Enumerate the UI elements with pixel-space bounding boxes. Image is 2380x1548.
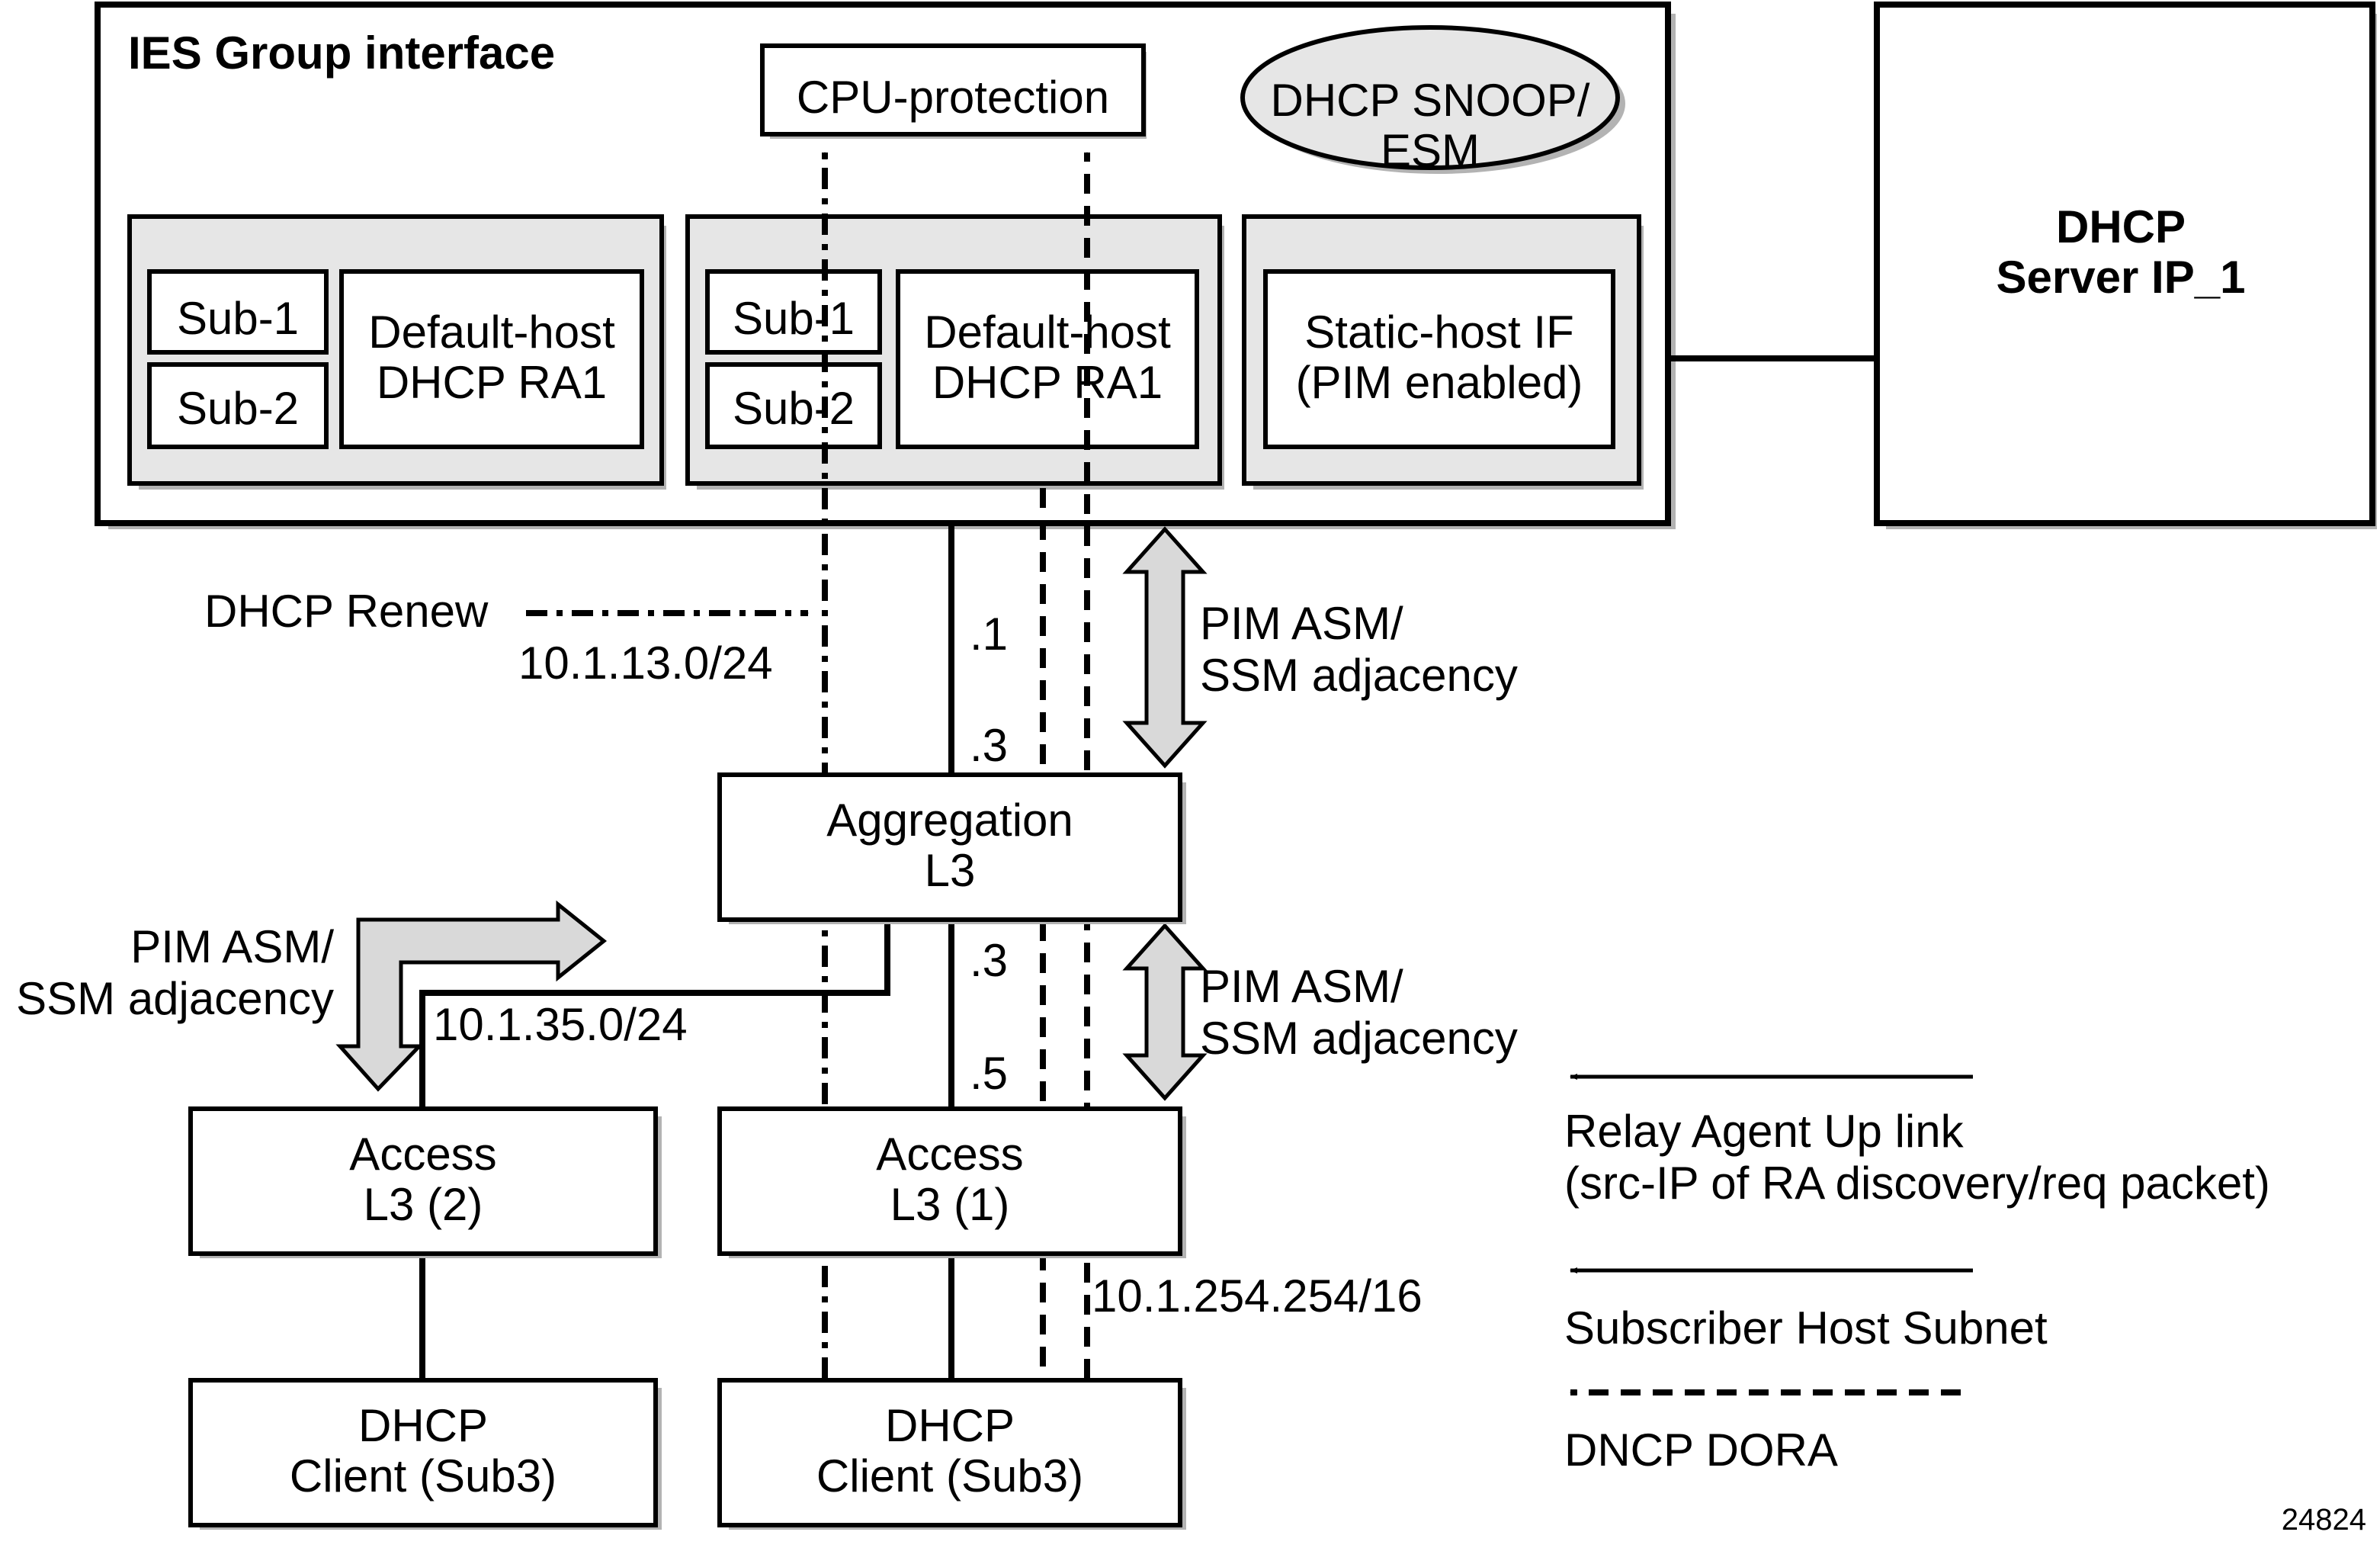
access2-line1: Access <box>349 1129 496 1180</box>
legend-relay-line1: Relay Agent Up link <box>1564 1106 1965 1157</box>
pim-left-line1: PIM ASM/ <box>130 921 334 972</box>
ip-dot-5: .5 <box>970 1048 1008 1099</box>
static-host-line2: (PIM enabled) <box>1296 357 1583 408</box>
aggregation-line1: Aggregation <box>826 795 1073 846</box>
client-right-line2: Client (Sub3) <box>816 1450 1083 1501</box>
panel1-sub1: Sub-1 <box>177 293 299 344</box>
access2-line2: L3 (2) <box>364 1179 483 1230</box>
panel2-sub2: Sub-2 <box>733 383 855 434</box>
dhcp-client-right-node: DHCP Client (Sub3) <box>717 1378 1186 1530</box>
legend-subnet-label: Subscriber Host Subnet <box>1564 1302 2048 1354</box>
client-right-line1: DHCP <box>885 1400 1015 1451</box>
group-panel-1: Sub-1 Sub-2 Default-host DHCP RA1 <box>127 214 666 490</box>
client-left-line2: Client (Sub3) <box>290 1450 557 1501</box>
ip-dot-3-mid: .3 <box>970 935 1008 986</box>
group-panel-3: Static-host IF (PIM enabled) <box>1242 214 1644 490</box>
access1-line2: L3 (1) <box>890 1179 1010 1230</box>
pim-mid-line2: SSM adjacency <box>1200 1013 1518 1064</box>
aggregation-l3-node: Aggregation L3 <box>717 772 1186 924</box>
panel2-sub1: Sub-1 <box>733 293 855 344</box>
figure-id: 24824 <box>2282 1503 2366 1537</box>
ip-dot-1: .1 <box>970 609 1008 660</box>
panel1-sub2: Sub-2 <box>177 383 299 434</box>
access-l3-1-node: Access L3 (1) <box>717 1106 1186 1258</box>
dhcp-server-line2: Server IP_1 <box>1997 252 2246 303</box>
snoop-line-1: DHCP SNOOP/ <box>1271 75 1590 126</box>
pim-double-arrow-mid <box>1122 923 1208 1101</box>
snoop-line-2: ESM <box>1381 125 1480 176</box>
client-left-line1: DHCP <box>358 1400 488 1451</box>
panel1-host-line2: DHCP RA1 <box>377 357 607 408</box>
subnet-35-label: 10.1.35.0/24 <box>433 999 688 1050</box>
pim-top-line2: SSM adjacency <box>1200 650 1518 701</box>
panel2-host-line1: Default-host <box>924 307 1171 358</box>
dhcp-client-left-node: DHCP Client (Sub3) <box>188 1378 662 1530</box>
dhcp-renew-label: DHCP Renew <box>204 586 489 637</box>
panel1-host-line1: Default-host <box>368 307 615 358</box>
pim-mid-line1: PIM ASM/ <box>1200 961 1403 1012</box>
legend-dora-label: DNCP DORA <box>1564 1424 1838 1476</box>
legend: Relay Agent Up link (src-IP of RA discov… <box>1564 1074 2270 1476</box>
legend-relay-line2: (src-IP of RA discovery/req packet) <box>1564 1158 2270 1209</box>
aggregation-line2: L3 <box>925 845 976 896</box>
dhcp-server-line1: DHCP <box>2056 201 2186 252</box>
dhcp-server-box: DHCP Server IP_1 <box>1874 2 2377 529</box>
subnet-13-label: 10.1.13.0/24 <box>518 638 773 689</box>
access1-line1: Access <box>876 1129 1023 1180</box>
dhcp-snoop-esm-ellipse: DHCP SNOOP/ ESM <box>1240 25 1625 176</box>
panel2-host-line2: DHCP RA1 <box>932 357 1163 408</box>
access2-agg-link <box>419 921 890 1107</box>
access-l3-2-node: Access L3 (2) <box>188 1106 662 1258</box>
cpu-protection-label: CPU-protection <box>797 72 1109 123</box>
pim-l-arrow-left <box>335 900 608 1092</box>
ies-group-title: IES Group interface <box>128 27 555 79</box>
group-panel-2: Sub-1 Sub-2 Default-host DHCP RA1 <box>685 214 1224 490</box>
ip-dot-3-top: .3 <box>970 720 1008 771</box>
pim-top-line1: PIM ASM/ <box>1200 598 1403 649</box>
static-host-line1: Static-host IF <box>1304 307 1573 358</box>
cpu-protection-box: CPU-protection <box>760 43 1147 139</box>
pim-left-line2: SSM adjacency <box>16 973 334 1024</box>
pim-double-arrow-top <box>1122 526 1208 769</box>
subnet-254-label: 10.1.254.254/16 <box>1092 1270 1423 1322</box>
